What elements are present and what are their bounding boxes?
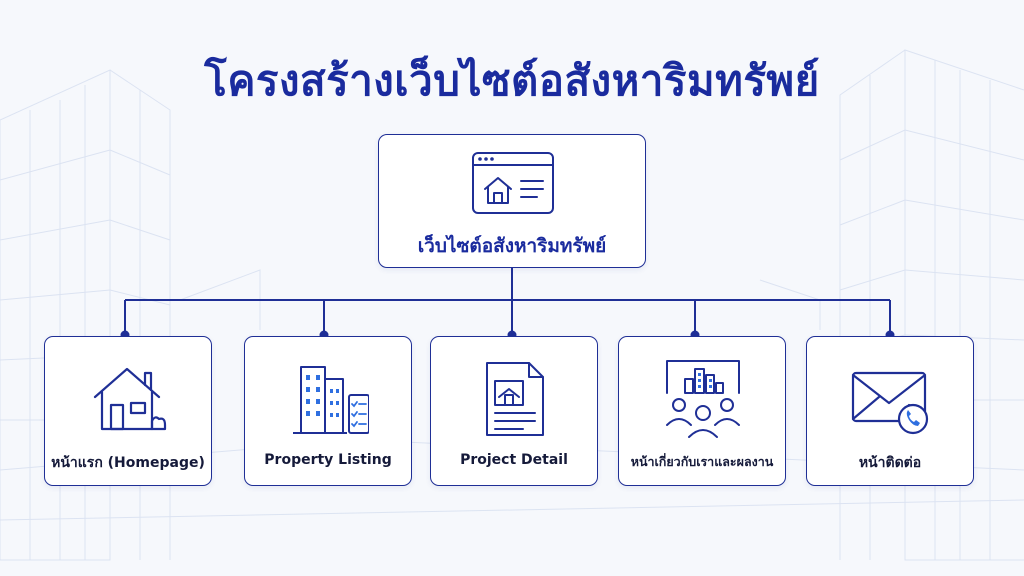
house-icon	[93, 367, 167, 431]
node-about-portfolio[interactable]: หน้าเกี่ยวกับเราและผลงาน	[618, 336, 786, 486]
node-label: หน้าเกี่ยวกับเราและผลงาน	[630, 454, 774, 469]
team-city-icon	[666, 360, 740, 438]
envelope-phone-icon	[851, 371, 929, 435]
node-property-listing[interactable]: Property Listing	[244, 336, 412, 486]
node-label: Project Detail	[460, 452, 568, 468]
node-label: Property Listing	[264, 452, 392, 468]
root-node-label: เว็บไซต์อสังหาริมทรัพย์	[417, 235, 607, 257]
node-homepage[interactable]: หน้าแรก (Homepage)	[44, 336, 212, 486]
document-image-icon	[486, 362, 544, 436]
root-node-card[interactable]: เว็บไซต์อสังหาริมทรัพย์	[378, 134, 646, 268]
page-title: โครงสร้างเว็บไซต์อสังหาริมทรัพย์	[204, 56, 820, 105]
node-label: หน้าแรก (Homepage)	[51, 455, 205, 471]
node-contact[interactable]: หน้าติดต่อ	[806, 336, 974, 486]
node-project-detail[interactable]: Project Detail	[430, 336, 598, 486]
node-label: หน้าติดต่อ	[858, 455, 922, 471]
buildings-checklist-icon	[293, 366, 369, 434]
browser-home-icon	[472, 152, 554, 214]
